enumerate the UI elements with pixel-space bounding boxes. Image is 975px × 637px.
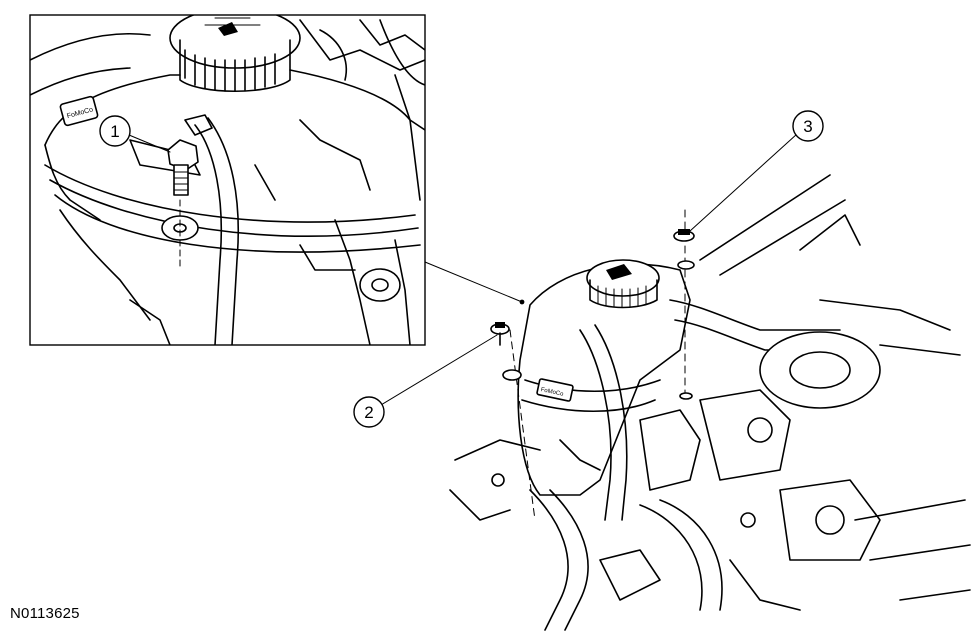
callout-2: 2 [353,334,498,428]
inset-reservoir-body: FoMoCo [44,69,421,345]
main-engine-view: FoMoCo [449,174,971,631]
inset-detail-view: FoMoCo [29,14,426,346]
main-fastener-positions [502,209,695,521]
callout-1-label: 1 [110,122,119,141]
callout-2-label: 2 [364,403,373,422]
main-tank-logo: FoMoCo [540,387,564,398]
inset-reservoir-cap [169,15,301,92]
callout-3: 3 [689,110,824,232]
inset-frame [29,14,426,346]
callout-3-label: 3 [803,117,812,136]
inset-lower-brackets [129,244,401,345]
main-engine-components [449,331,881,601]
clip-3-icon [673,229,695,242]
bolt-2-icon [490,322,510,346]
inset-mounting-tab [161,199,199,271]
main-reservoir: FoMoCo [517,259,691,496]
inset-leader-dot [519,299,525,305]
bolt-1-icon [167,139,199,196]
inset-leader-line [424,261,523,303]
figure-id-label: N0113625 [10,605,80,622]
main-frame-rails [699,174,971,611]
callout-1: 1 [99,115,171,153]
inset-coolant-hose [184,114,240,345]
